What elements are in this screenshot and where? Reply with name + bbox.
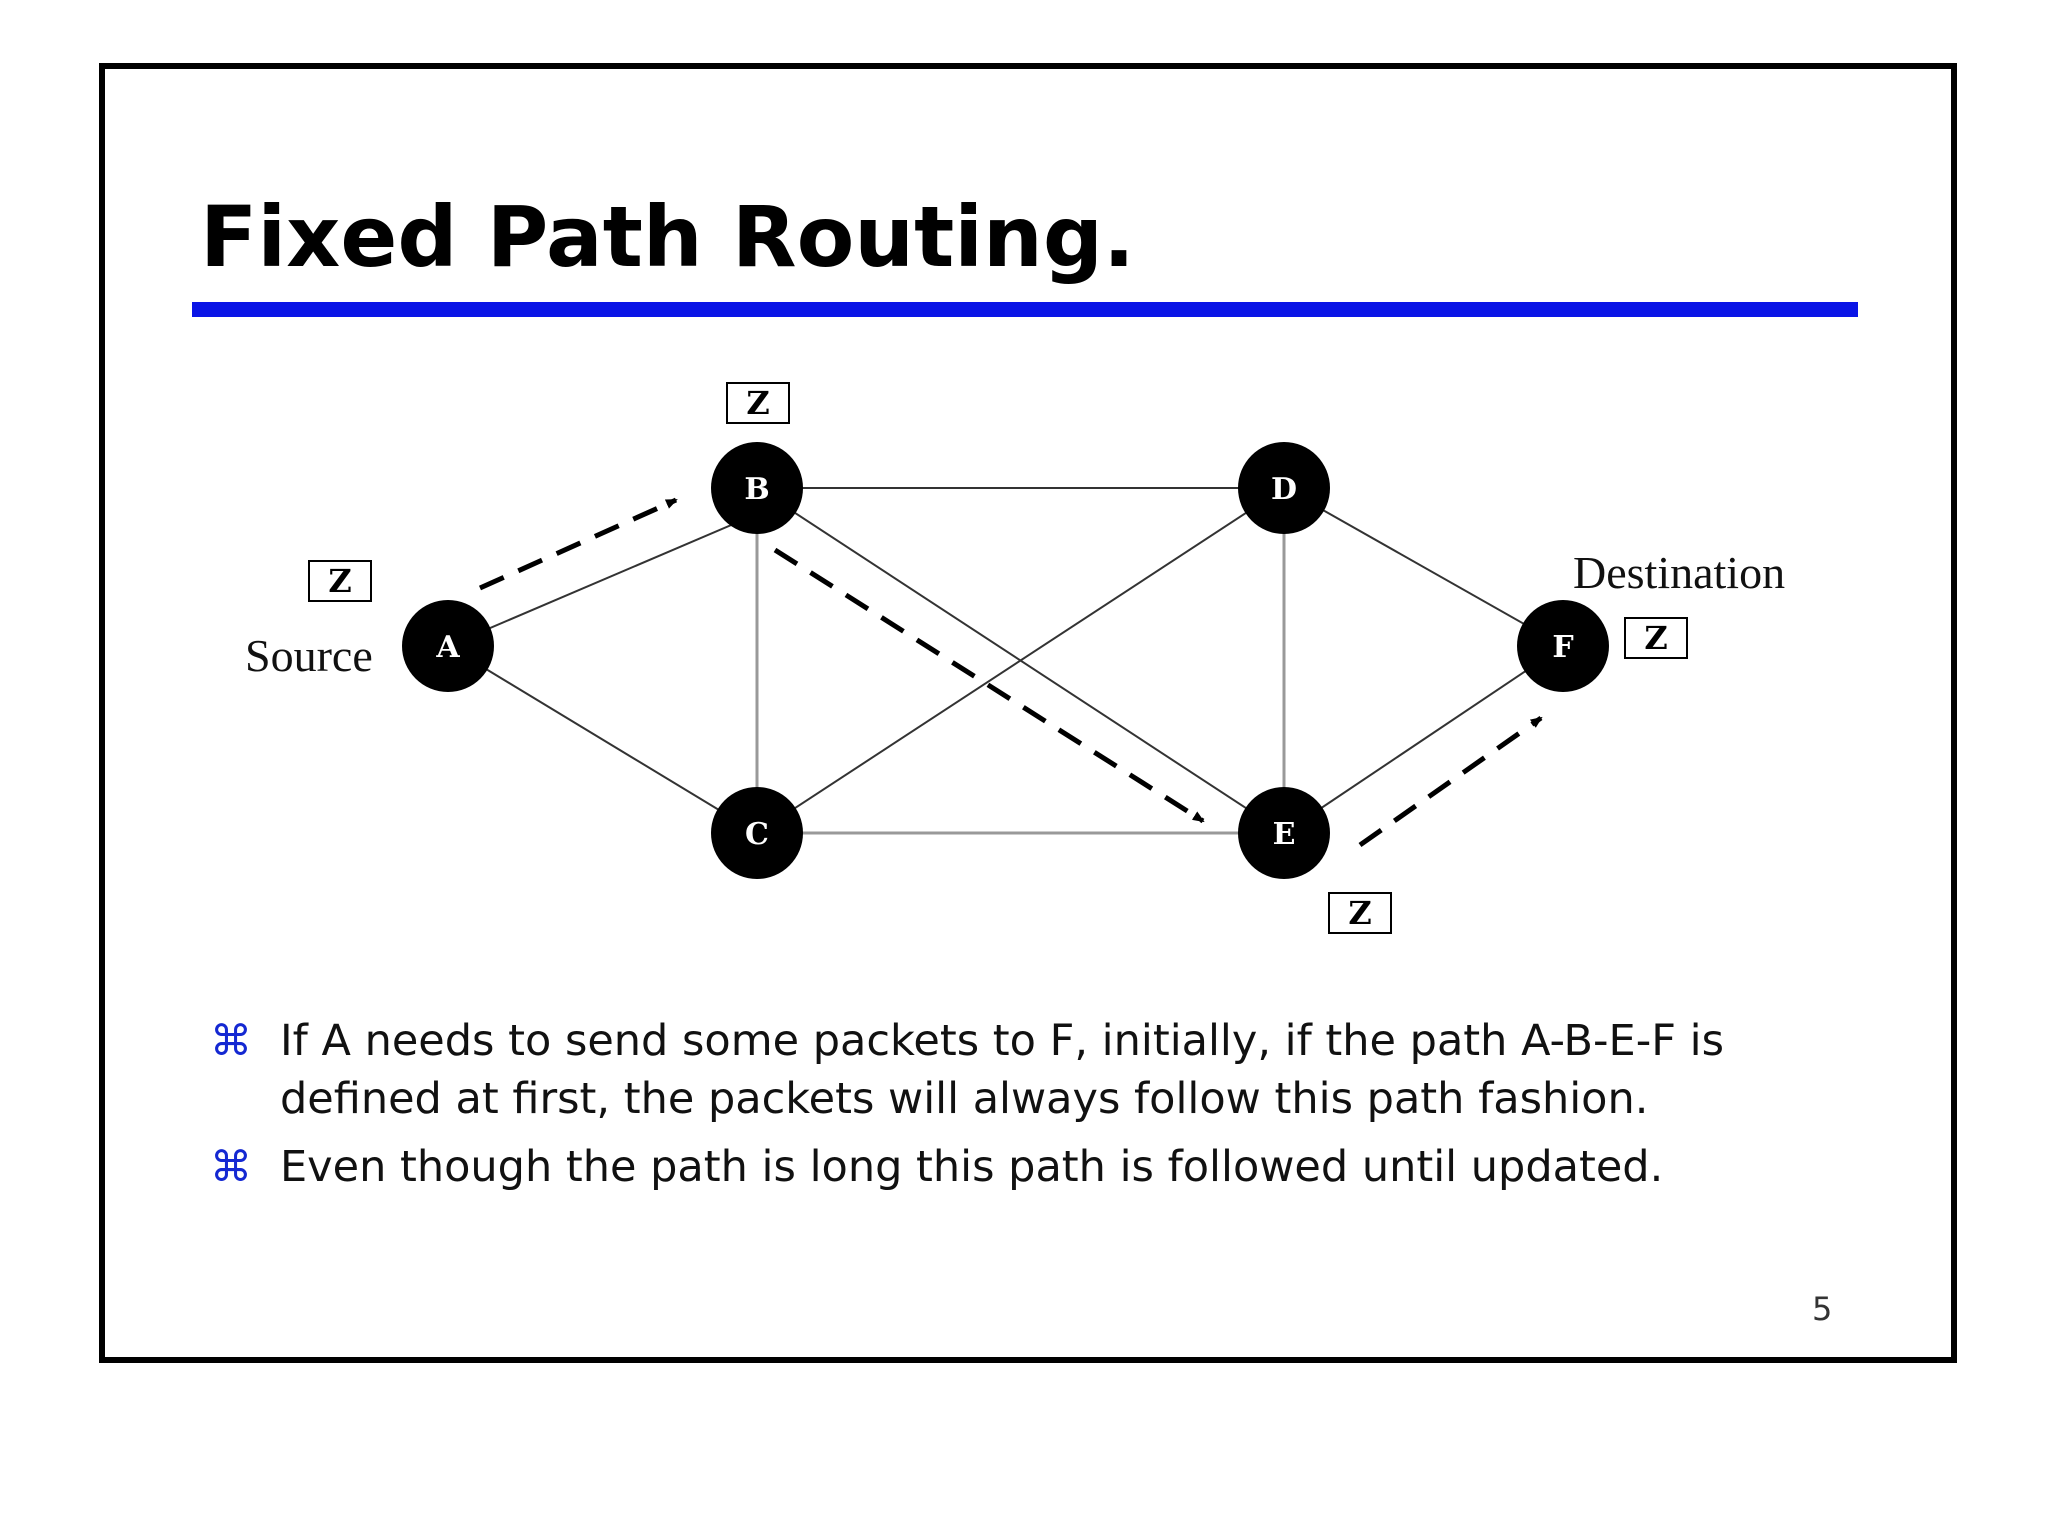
path-arrow-a-to-b: [478, 497, 678, 591]
cache-boxes: Z Z Z Z: [308, 382, 1688, 934]
node-c-label: C: [745, 817, 769, 852]
cache-box-b: Z: [726, 382, 790, 424]
link-c-d: [756, 487, 1285, 834]
page-number: 5: [1812, 1290, 1833, 1328]
bullet-text: Even though the path is long this path i…: [280, 1142, 1664, 1192]
link-d-f: [1283, 487, 1564, 647]
cache-label-a: Z: [328, 562, 351, 600]
cache-label-f: Z: [1644, 619, 1667, 657]
bullet-item: ⌘ If A needs to send some packets to F, …: [210, 1012, 1870, 1128]
slide-title: Fixed Path Routing.: [200, 188, 1135, 286]
path-arrow-e-to-f: [1358, 715, 1543, 848]
node-d-label: D: [1271, 472, 1297, 507]
node-d: D: [1238, 442, 1330, 534]
cache-label-b: Z: [746, 384, 769, 422]
source-label: Source: [245, 630, 373, 681]
path-arrow-b-to-e: [773, 547, 1205, 824]
title-underline: [192, 302, 1858, 317]
node-a: A: [402, 600, 494, 692]
cache-box-e: Z: [1328, 892, 1392, 934]
bullet-list: ⌘ If A needs to send some packets to F, …: [210, 1012, 1870, 1206]
link-e-f: [1283, 645, 1564, 834]
destination-label: Destination: [1573, 547, 1785, 598]
bullet-text: If A needs to send some packets to F, in…: [280, 1016, 1724, 1124]
node-a-label: A: [435, 630, 460, 665]
cache-box-f: Z: [1624, 617, 1688, 659]
command-icon: ⌘: [210, 1142, 252, 1191]
node-c: C: [711, 787, 803, 879]
node-b-label: B: [744, 472, 769, 507]
network-links: [447, 487, 1564, 835]
node-f-label: F: [1552, 630, 1573, 665]
link-a-c: [447, 645, 758, 834]
node-e-label: E: [1273, 817, 1296, 852]
node-b: B: [711, 442, 803, 534]
node-f: F: [1517, 600, 1609, 692]
cache-box-a: Z: [308, 560, 372, 602]
node-e: E: [1238, 787, 1330, 879]
fixed-path-arrows: [478, 497, 1543, 848]
link-a-b: [447, 513, 758, 647]
command-icon: ⌘: [210, 1016, 252, 1065]
bullet-item: ⌘ Even though the path is long this path…: [210, 1138, 1870, 1196]
cache-label-e: Z: [1348, 894, 1371, 932]
router-nodes: A B C D E F: [402, 442, 1609, 879]
